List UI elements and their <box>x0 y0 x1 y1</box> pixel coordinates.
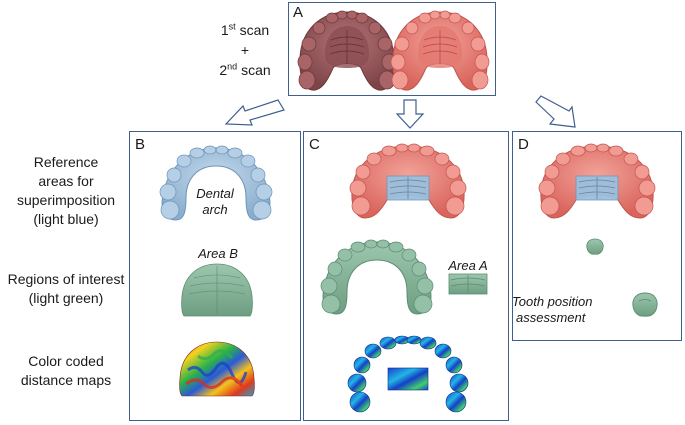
dental-arch-annotation: Dental arch <box>196 186 234 217</box>
area-b-annotation: Area B <box>198 246 238 261</box>
green-dental-arch-image <box>320 239 434 315</box>
arch-distance-map-image <box>347 335 469 413</box>
regions-of-interest-label: Regions of interest (light green) <box>7 271 125 306</box>
area-b-roi-image <box>181 263 253 317</box>
scan1-number: 1 <box>220 22 229 38</box>
tooth-position-annotation: Tooth position assessment <box>512 294 593 325</box>
scan1-palate-image <box>297 10 397 91</box>
plus-sign: + <box>240 42 250 58</box>
reference-areas-label: Reference areas for superimposition (lig… <box>16 154 116 227</box>
arrow-to-b <box>224 99 285 126</box>
panel-d-label: D <box>518 136 529 153</box>
scan1-word: scan <box>239 22 270 38</box>
palate-with-reference-image <box>349 143 467 219</box>
isolated-tooth-small-image <box>586 238 604 255</box>
isolated-tooth-large-image <box>632 292 658 317</box>
scan2-suffix: nd <box>227 61 238 72</box>
panel-c-label: C <box>309 136 320 153</box>
arrow-to-d <box>535 95 576 128</box>
arrow-to-c <box>395 99 425 129</box>
panel-a-label: A <box>293 4 304 21</box>
panel-d-palate-image <box>538 143 656 219</box>
scan2-palate-image <box>390 10 490 91</box>
scan1-suffix: st <box>228 21 236 32</box>
area-a-annotation: Area A <box>448 258 488 273</box>
area-a-roi-image <box>448 273 488 295</box>
scan2-word: scan <box>241 62 271 78</box>
area-b-distance-map-image <box>179 341 255 397</box>
scan-label: 1st scan + 2nd scan <box>210 20 280 80</box>
distance-maps-label: Color coded distance maps <box>20 353 112 388</box>
panel-b-label: B <box>135 136 146 153</box>
scan2-number: 2 <box>219 62 228 78</box>
dental-arch-reference-image <box>159 145 273 221</box>
